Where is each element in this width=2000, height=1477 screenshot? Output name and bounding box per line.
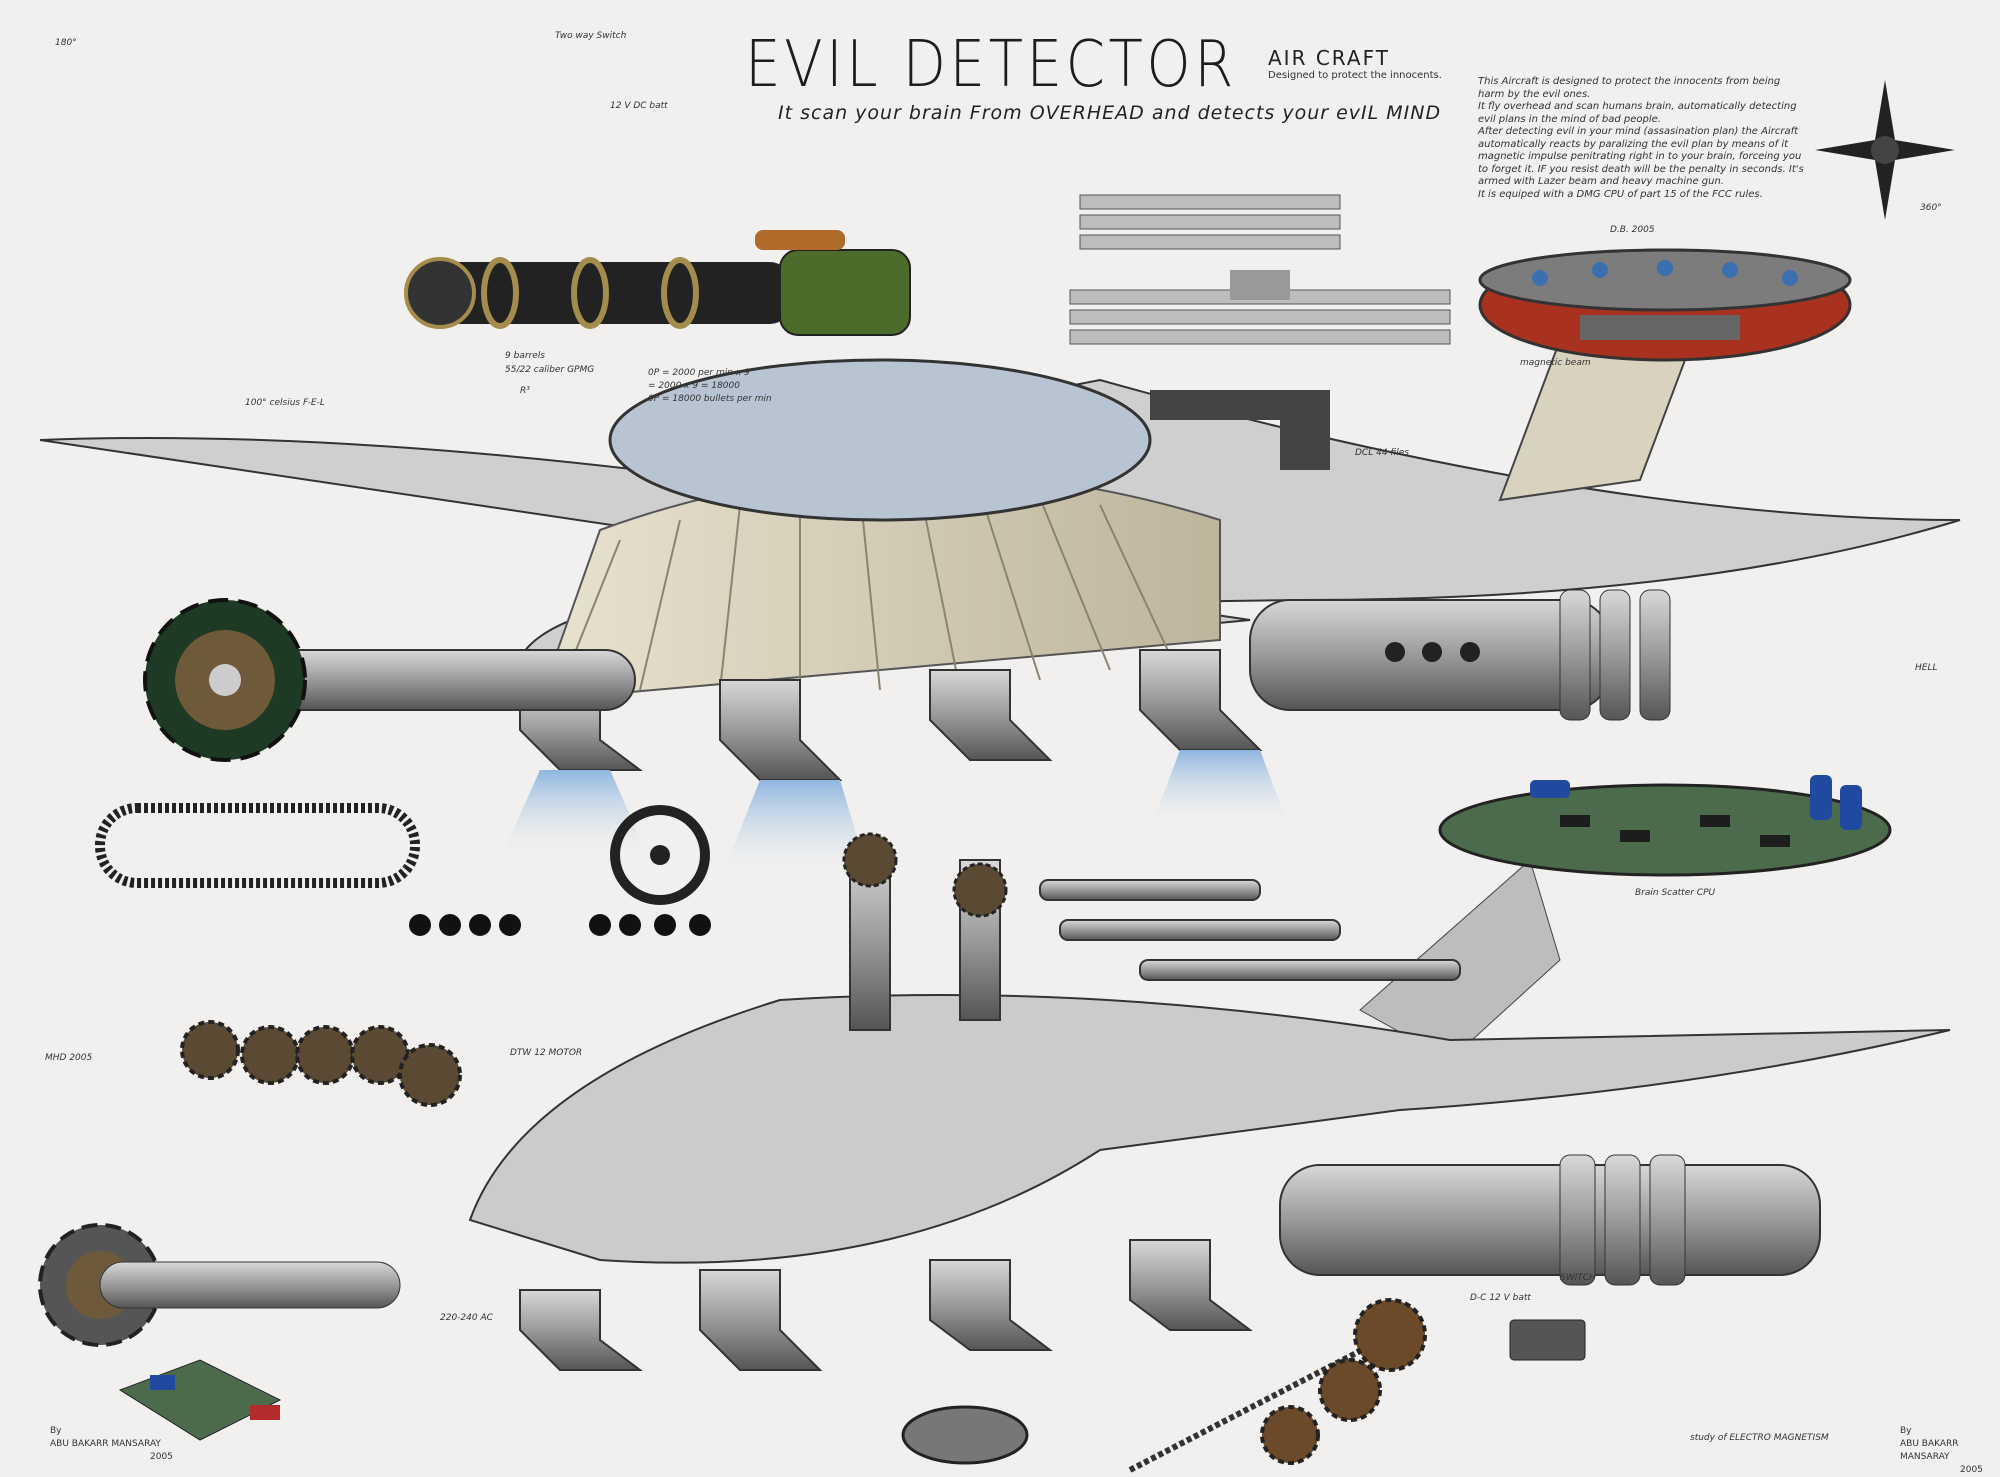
saucer [1478, 248, 1852, 502]
saw-blade-icon [38, 1223, 401, 1347]
ball-row [409, 914, 711, 936]
gear-row [180, 1020, 462, 1107]
signature-year: 2005 [1960, 1465, 1983, 1475]
battery-icon [1509, 1319, 1586, 1361]
label-180: 180° [55, 38, 77, 48]
description-line: It is equiped with a DMG CPU of part 15 … [1478, 188, 1763, 200]
label-dcl: DCL 44 files [1355, 448, 1409, 458]
label-12v: 12 V DC batt [610, 101, 668, 111]
label-hell: HELL [1915, 663, 1937, 673]
bearing-icon [610, 805, 710, 905]
label-magnetic-beam: magnetic beam [1520, 358, 1591, 368]
compass-star-icon [1815, 80, 1955, 220]
top-aircraft [39, 194, 1961, 880]
pulley-icon [901, 1405, 1029, 1465]
tagline: Designed to protect the innocents. [1268, 70, 1442, 81]
label-dc12: D-C 12 V batt [1470, 1293, 1531, 1303]
chain-sprockets [1128, 1298, 1427, 1473]
saw-blade-icon [143, 598, 307, 762]
aircraft-label: AIR CRAFT [1268, 46, 1390, 70]
label-360: 360° [1920, 203, 1942, 213]
signature-left: By ABU BAKARR MANSARAY 2005 [50, 1425, 173, 1464]
label-db2005: D.B. 2005 [1610, 225, 1655, 235]
signature-name: ABU BAKARR MANSARAY [1900, 1439, 1959, 1462]
description-line: After detecting evil in your mind (assas… [1478, 126, 1804, 187]
label-ac: 220-240 AC [440, 1313, 494, 1323]
signature-year: 2005 [150, 1452, 173, 1462]
label-mhd: MHD 2005 [45, 1053, 93, 1063]
description-line: It fly overhead and scan humans brain, a… [1478, 101, 1797, 125]
description: This Aircraft is designed to protect the… [1478, 76, 1808, 201]
bottom-aircraft [468, 832, 1951, 1371]
subtitle: It scan your brain From OVERHEAD and det… [778, 102, 1442, 124]
circuit-board [1359, 775, 1892, 1061]
label-rate-3: 0P = 18000 bullets per min [648, 394, 772, 404]
label-caliber: 55/22 caliber GPMG [505, 365, 594, 375]
timing-belt [95, 803, 420, 888]
label-study: study of ELECTRO MAGNETISM [1690, 1433, 1829, 1443]
label-two-way: Two way Switch [555, 31, 627, 41]
signature-name: ABU BAKARR MANSARAY [50, 1439, 161, 1449]
label-celsius: 100° celsius F-E-L [245, 398, 325, 408]
signature-by: By [1900, 1426, 1912, 1436]
label-switch: SWITCH [1560, 1273, 1596, 1283]
label-rate-2: = 2000 x 9 = 18000 [648, 381, 740, 391]
label-r3: R³ [520, 386, 530, 396]
label-dtw: DTW 12 MOTOR [510, 1048, 582, 1058]
page-title: EVIL DETECTOR [745, 28, 1237, 102]
description-line: This Aircraft is designed to protect the… [1478, 76, 1781, 100]
label-brain-scatter: Brain Scatter CPU [1635, 888, 1715, 898]
signature-by: By [50, 1426, 62, 1436]
label-rate-1: 0P = 2000 per min x 9 [648, 368, 750, 378]
small-circuit [118, 1359, 282, 1441]
signature-right: By ABU BAKARR MANSARAY 2005 [1900, 1425, 2000, 1477]
label-barrels: 9 barrels [505, 351, 545, 361]
